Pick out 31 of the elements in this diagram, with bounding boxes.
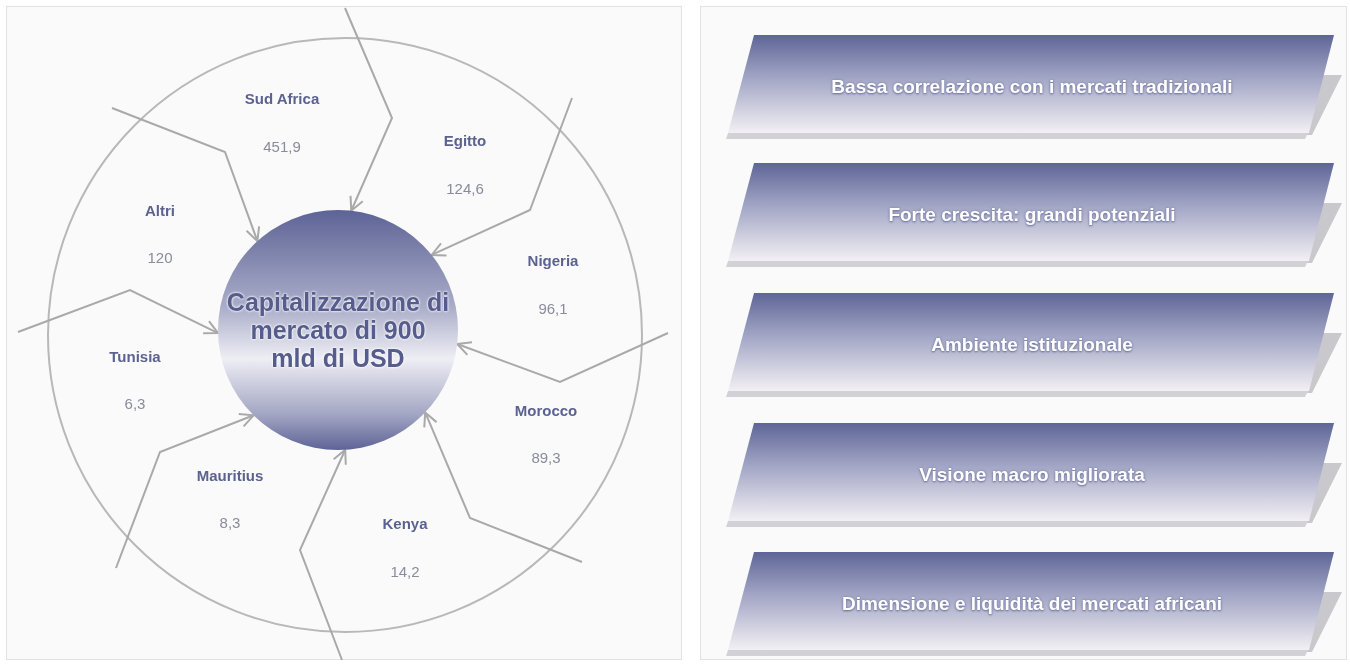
arrow — [17, 288, 220, 335]
country-label: Mauritius — [196, 466, 264, 484]
country-label: Egitto — [443, 131, 487, 149]
value-label: 89,3 — [531, 448, 561, 466]
arrow — [456, 332, 669, 384]
banner-text: Forte crescita: grandi potenziali — [887, 202, 1177, 227]
country-label: Tunisia — [109, 347, 161, 365]
value-label: 124,6 — [446, 179, 484, 197]
country-label: Morocco — [514, 401, 578, 419]
arrow — [111, 107, 261, 243]
country-label: Kenya — [382, 514, 428, 532]
center-title: Capitalizzazione di mercato di 900 mld di USD — [225, 288, 451, 372]
arrow — [115, 412, 255, 569]
value-label: 14,2 — [390, 562, 420, 580]
banner-text: Dimensione e liquidità dei mercati africani — [840, 591, 1224, 616]
country-label: Altri — [145, 201, 175, 219]
banner-text: Bassa correlazione con i mercati tradizionali — [830, 74, 1234, 99]
country-label: Nigeria — [527, 251, 579, 269]
value-label: 96,1 — [538, 299, 568, 317]
country-label: Sud Africa — [244, 89, 320, 107]
value-label: 451,9 — [263, 137, 301, 155]
ring-circle — [47, 37, 643, 633]
arrow — [344, 7, 394, 212]
banner-text: Ambiente istituzionale — [930, 332, 1134, 357]
arrow — [298, 448, 347, 661]
arrow — [423, 411, 583, 563]
value-label: 8,3 — [219, 513, 241, 531]
value-label: 120 — [147, 248, 173, 266]
arrow — [430, 97, 573, 257]
value-label: 6,3 — [124, 394, 146, 412]
banner-text: Visione macro migliorata — [918, 462, 1146, 487]
